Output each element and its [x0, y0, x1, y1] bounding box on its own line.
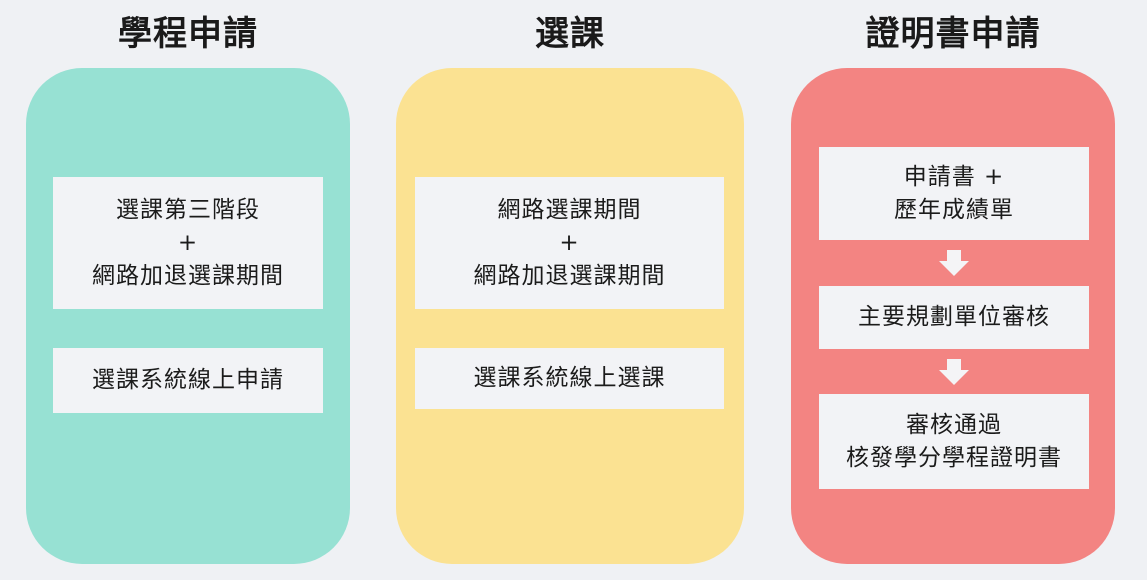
course-period-card: 選課第三階段 + 網路加退選課期間 — [53, 177, 323, 309]
card-line: + — [177, 229, 199, 256]
course-selection-title: 選課 — [535, 14, 605, 54]
card-line: 選課系統線上選課 — [473, 365, 666, 391]
down-arrow-icon — [939, 359, 969, 385]
card-line: 選課第三階段 — [116, 196, 260, 223]
card-line: 選課系統線上申請 — [92, 367, 284, 393]
card-line: 網路加退選課期間 — [473, 262, 666, 289]
card-line: 主要規劃單位審核 — [858, 304, 1050, 330]
card-line: 申請書 + — [903, 163, 1005, 190]
certificate-application-panel: 申請書 + 歷年成績單 主要規劃單位審核 審核通過 核發學分學程證明書 — [791, 68, 1115, 564]
card-line: 歷年成績單 — [894, 196, 1014, 223]
online-selection-card: 選課系統線上選課 — [415, 348, 724, 409]
card-line: 審核通過 — [906, 411, 1002, 438]
program-application-panel: 選課第三階段 + 網路加退選課期間 選課系統線上申請 — [26, 68, 350, 564]
unit-review-card: 主要規劃單位審核 — [819, 286, 1089, 349]
card-line: 網路加退選課期間 — [92, 262, 284, 289]
card-line: + — [559, 229, 580, 256]
online-application-card: 選課系統線上申請 — [53, 348, 323, 413]
card-line: 網路選課期間 — [497, 196, 642, 223]
certificate-application-title: 證明書申請 — [865, 14, 1041, 54]
program-application-title: 學程申請 — [118, 14, 258, 54]
course-selection-panel: 網路選課期間 + 網路加退選課期間 選課系統線上選課 — [396, 68, 744, 564]
certificate-issued-card: 審核通過 核發學分學程證明書 — [819, 394, 1089, 489]
selection-period-card: 網路選課期間 + 網路加退選課期間 — [415, 177, 724, 309]
down-arrow-icon — [939, 250, 969, 276]
card-line: 核發學分學程證明書 — [846, 444, 1062, 471]
application-form-card: 申請書 + 歷年成績單 — [819, 147, 1089, 240]
